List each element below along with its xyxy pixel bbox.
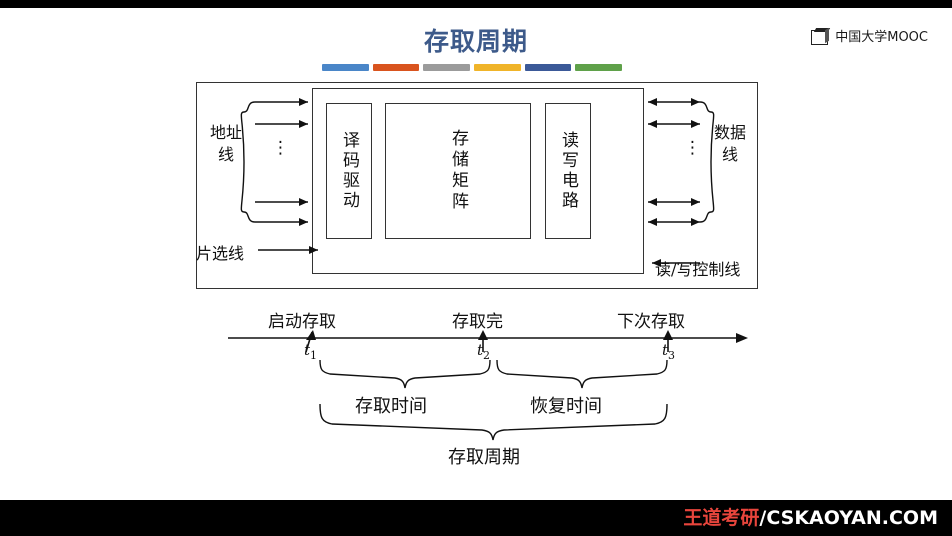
chip-select-label: 片选线 (196, 244, 245, 263)
brand-cn: 王道考研 (683, 507, 760, 529)
span-label-recovery-time: 恢复时间 (530, 396, 602, 417)
timeline-tick-1: t1 (304, 341, 318, 362)
mooc-logo-label: 中国大学MOOC (835, 30, 928, 45)
data-bus-label-text: 数据线 (713, 123, 746, 164)
bar-1 (322, 64, 369, 71)
memory-chip-outline: 译码驱动 存储矩阵 读写电路 (196, 82, 758, 289)
bar-5 (524, 64, 572, 71)
timeline-tick-3: t3 (662, 341, 676, 362)
bar-4 (474, 64, 521, 71)
address-bus-label: 地址线 (206, 122, 246, 165)
timeline-event-label-3: 下次存取 (617, 312, 685, 332)
page-title: 存取周期 (423, 27, 528, 56)
storage-matrix-block: 存储矩阵 (385, 103, 531, 239)
mooc-logo: 中国大学MOOC (811, 26, 928, 45)
cube-icon (811, 27, 831, 45)
title-underline-bars (322, 64, 623, 71)
address-bus-label-text: 地址线 (209, 123, 242, 164)
bar-6 (575, 64, 623, 71)
address-lines-dots: ⋮ (272, 138, 289, 157)
timeline-event-label-1: 启动存取 (268, 312, 336, 332)
timeline-tick-2: t2 (477, 341, 491, 362)
timeline-event-label-2: 存取完 (452, 312, 503, 332)
data-lines-dots: ⋮ (684, 138, 701, 157)
decoder-block-label: 译码驱动 (339, 131, 360, 211)
brand-watermark: 王道考研/CSKAOYAN.COM (683, 503, 938, 530)
top-black-bar (0, 0, 952, 8)
bar-2 (372, 64, 420, 71)
footer-bar: 王道考研/CSKAOYAN.COM (0, 500, 952, 536)
rw-control-label: 读/写控制线 (655, 260, 741, 279)
span-label-access-cycle: 存取周期 (448, 447, 520, 468)
memory-chip-inner-box: 译码驱动 存储矩阵 读写电路 (312, 88, 644, 274)
read-write-circuit-label: 读写电路 (558, 131, 579, 211)
data-bus-label: 数据线 (710, 122, 750, 165)
decoder-block: 译码驱动 (326, 103, 372, 239)
read-write-circuit-block: 读写电路 (545, 103, 591, 239)
storage-matrix-label: 存储矩阵 (448, 129, 469, 213)
span-label-access-time: 存取时间 (355, 396, 427, 417)
brand-en: /CSKAOYAN.COM (759, 507, 938, 529)
bar-3 (423, 64, 471, 71)
